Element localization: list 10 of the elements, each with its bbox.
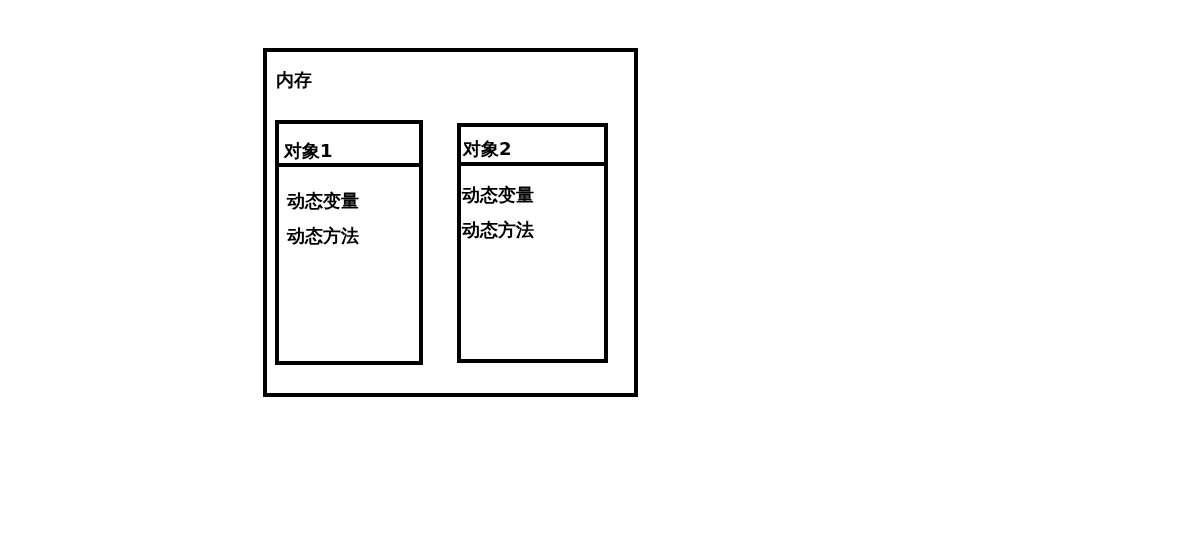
object-box [457, 123, 608, 363]
heading-label: 对象2 [463, 138, 512, 160]
item-label: 动态变量 [287, 190, 359, 212]
item-label: 动态方法 [462, 219, 534, 241]
object-box [275, 120, 423, 365]
heading-label: 内存 [276, 69, 312, 91]
heading-label: 对象1 [284, 140, 333, 162]
container-box [263, 48, 638, 397]
item-label: 动态变量 [462, 184, 534, 206]
item-label: 动态方法 [287, 225, 359, 247]
